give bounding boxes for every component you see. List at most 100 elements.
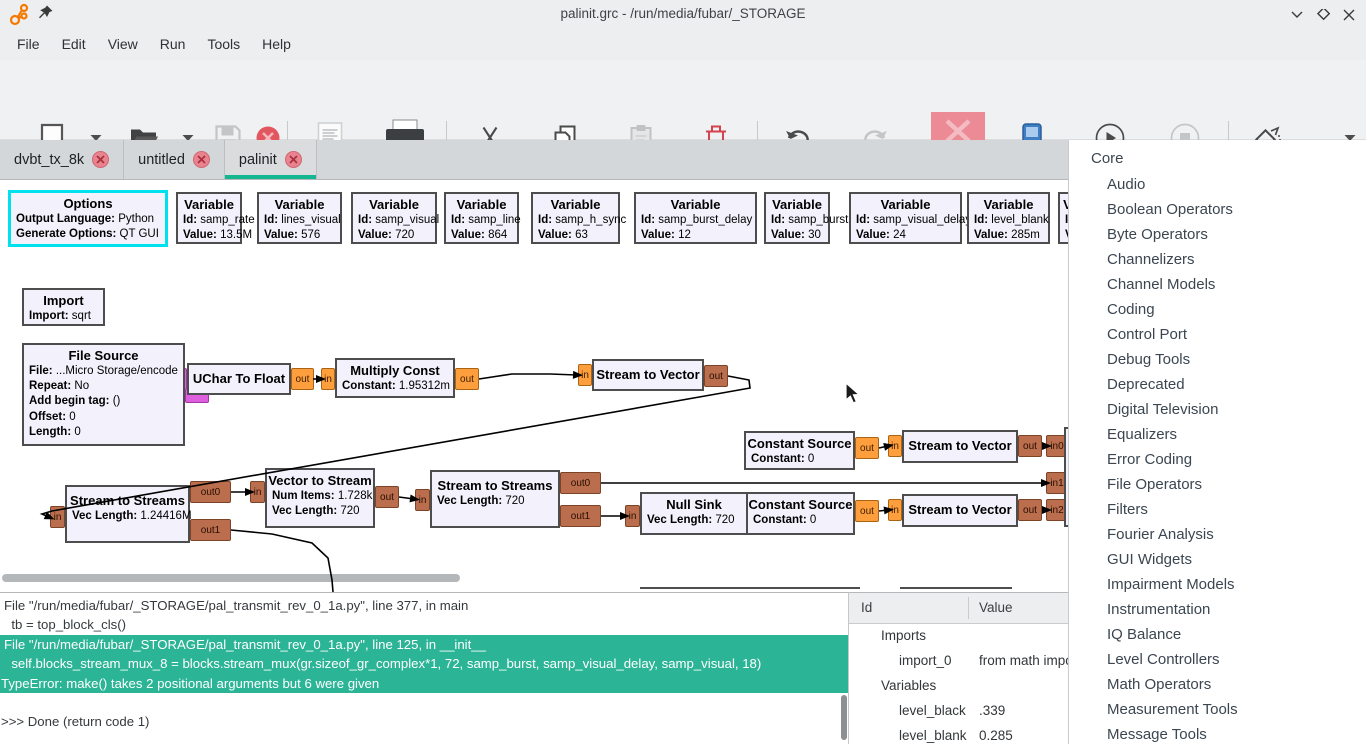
port-s2v-rb-out[interactable]: out	[1018, 499, 1042, 521]
block-uchar-to-float[interactable]: UChar To Float	[187, 363, 291, 395]
block-stream-to-vector-top[interactable]: Stream to Vector	[592, 359, 704, 391]
library-item-deprecated[interactable]: Deprecated	[1107, 376, 1185, 393]
library-item-audio[interactable]: Audio	[1107, 176, 1146, 193]
port-v2s-out[interactable]: out	[375, 486, 399, 508]
library-item-channel-models[interactable]: Channel Models	[1107, 276, 1216, 293]
tab-close-icon[interactable]	[92, 151, 110, 168]
port-uchar-out[interactable]: out	[291, 368, 314, 390]
minimize-button[interactable]	[1290, 8, 1304, 20]
open-recent-options-button[interactable]	[182, 134, 195, 143]
toolbar	[0, 60, 1366, 199]
tab-close-icon[interactable]	[192, 151, 210, 168]
block-title: Null Sink	[666, 497, 722, 512]
port-s2v-rt-in[interactable]: in	[888, 435, 902, 457]
menu-run[interactable]: Run	[159, 36, 186, 52]
tab-dvbt_tx_8k[interactable]: dvbt_tx_8k	[0, 140, 125, 179]
port-v2s-in[interactable]: in	[250, 481, 265, 503]
inspector-row-Variables[interactable]: Variables	[849, 674, 1068, 699]
menu-edit[interactable]: Edit	[61, 36, 86, 52]
port-null-sink-in[interactable]: in	[625, 505, 640, 527]
library-item-control-port[interactable]: Control Port	[1107, 326, 1188, 343]
library-item-gui-widgets[interactable]: GUI Widgets	[1107, 551, 1193, 568]
port-multiply-out[interactable]: out	[455, 368, 479, 390]
library-item-math-operators[interactable]: Math Operators	[1107, 676, 1212, 693]
new-flowgraph-options-button[interactable]	[90, 134, 103, 143]
block-stream-to-vector-right-top[interactable]: Stream to Vector	[902, 430, 1018, 463]
canvas-horizontal-scrollbar[interactable]	[2, 574, 460, 582]
tab-untitled[interactable]: untitled	[124, 140, 225, 179]
more-options-button[interactable]	[1344, 134, 1357, 143]
port-const-top-out[interactable]: out	[855, 437, 879, 459]
library-item-equalizers[interactable]: Equalizers	[1107, 426, 1178, 443]
tab-close-icon[interactable]	[284, 151, 302, 168]
inspector-col-divider[interactable]	[968, 597, 969, 619]
library-item-boolean-operators[interactable]: Boolean Operators	[1107, 201, 1233, 218]
close-window-button[interactable]	[1342, 8, 1356, 21]
library-item-error-coding[interactable]: Error Coding	[1107, 451, 1193, 468]
inspector-row-level_black[interactable]: level_black.339	[849, 699, 1068, 724]
inspector-row-Imports[interactable]: Imports	[849, 624, 1068, 649]
port-s2s1-out0[interactable]: out0	[190, 481, 231, 503]
flowgraph-canvas[interactable]: outinoutinoutinoutoutinoutin0in1in2inout…	[0, 180, 1068, 592]
tab-palinit[interactable]: palinit	[224, 140, 317, 179]
library-item-message-tools[interactable]: Message Tools	[1107, 726, 1207, 743]
library-item-iq-balance[interactable]: IQ Balance	[1107, 626, 1182, 643]
port-s2v-rb-in[interactable]: in	[888, 499, 902, 521]
library-item-debug-tools[interactable]: Debug Tools	[1107, 351, 1191, 368]
port-s2s2-out0[interactable]: out0	[560, 472, 601, 494]
port-s2s1-out1[interactable]: out1	[190, 519, 231, 541]
console-panel[interactable]: File "/run/media/fubar/_STORAGE/pal_tran…	[0, 592, 848, 744]
menu-help[interactable]: Help	[262, 36, 291, 52]
library-item-coding[interactable]: Coding	[1107, 301, 1155, 318]
maximize-button[interactable]	[1316, 6, 1331, 21]
menu-tools[interactable]: Tools	[207, 36, 241, 52]
port-s2v-rt-out[interactable]: out	[1018, 435, 1042, 457]
pin-icon[interactable]	[38, 5, 53, 25]
port-s2s2-in[interactable]: in	[415, 489, 430, 511]
port-const-bot-out[interactable]: out	[855, 500, 879, 522]
block-mux-sliver[interactable]	[1064, 427, 1068, 527]
library-item-filters[interactable]: Filters	[1107, 501, 1148, 518]
library-item-digital-television[interactable]: Digital Television	[1107, 401, 1219, 418]
console-scrollbar[interactable]	[841, 695, 847, 740]
port-s2v-top-in[interactable]: in	[578, 364, 592, 386]
library-item-channelizers[interactable]: Channelizers	[1107, 251, 1195, 268]
port-s2v-top-out[interactable]: out	[704, 365, 728, 387]
library-item-impairment-models[interactable]: Impairment Models	[1107, 576, 1235, 593]
library-item-level-controllers[interactable]: Level Controllers	[1107, 651, 1220, 668]
port-s2s2-out1[interactable]: out1	[560, 505, 601, 527]
library-item-file-operators[interactable]: File Operators	[1107, 476, 1203, 493]
port-s2s1-in[interactable]: in	[50, 506, 65, 528]
library-category-core[interactable]: Core	[1091, 150, 1124, 167]
menu-view[interactable]: View	[107, 36, 138, 52]
library-item-instrumentation[interactable]: Instrumentation	[1107, 601, 1211, 618]
library-item-measurement-tools[interactable]: Measurement Tools	[1107, 701, 1238, 718]
menu-file[interactable]: File	[17, 36, 40, 52]
block-stream-to-vector-right-bottom[interactable]: Stream to Vector	[902, 494, 1018, 527]
library-item-fourier-analysis[interactable]: Fourier Analysis	[1107, 526, 1214, 543]
port-multiply-in[interactable]: in	[321, 368, 335, 390]
library-item-byte-operators[interactable]: Byte Operators	[1107, 226, 1208, 243]
